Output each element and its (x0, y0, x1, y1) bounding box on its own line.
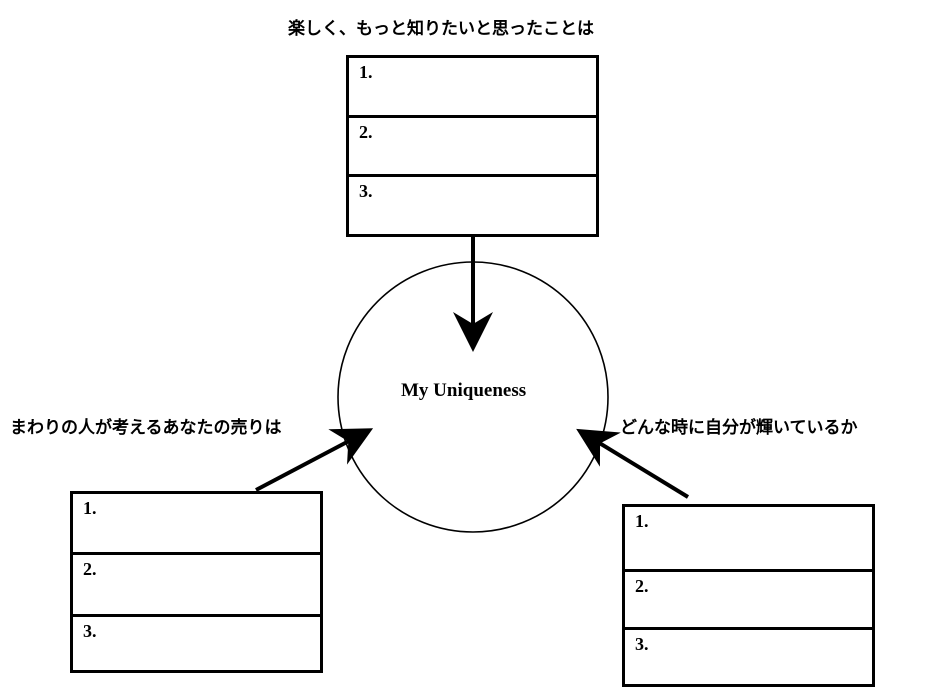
left-group-heading: まわりの人が考えるあなたの売りは (10, 418, 282, 438)
left-list-row-3[interactable]: 3. (73, 617, 320, 670)
right-list-row-3[interactable]: 3. (625, 630, 872, 684)
right-list-number-2: 2. (635, 576, 649, 596)
top-list-row-2[interactable]: 2. (349, 118, 596, 177)
top-list-number-3: 3. (359, 181, 373, 201)
right-list-number-1: 1. (635, 511, 649, 531)
left-list-box: 1. 2. 3. (70, 491, 323, 673)
top-list-row-1[interactable]: 1. (349, 58, 596, 118)
right-list-row-1[interactable]: 1. (625, 507, 872, 572)
left-list-row-1[interactable]: 1. (73, 494, 320, 555)
left-list-number-2: 2. (83, 559, 97, 579)
top-list-number-2: 2. (359, 122, 373, 142)
left-list-row-2[interactable]: 2. (73, 555, 320, 617)
right-group-heading: どんな時に自分が輝いているか (620, 418, 858, 438)
right-list-box: 1. 2. 3. (622, 504, 875, 687)
left-list-number-3: 3. (83, 621, 97, 641)
right-list-number-3: 3. (635, 634, 649, 654)
center-label: My Uniqueness (401, 380, 527, 401)
top-list-number-1: 1. (359, 62, 373, 82)
right-arrow (576, 428, 690, 499)
right-list-row-2[interactable]: 2. (625, 572, 872, 630)
left-arrow (255, 428, 374, 492)
top-list-box: 1. 2. 3. (346, 55, 599, 237)
top-group-heading: 楽しく、もっと知りたいと思ったことは (288, 19, 594, 39)
left-list-number-1: 1. (83, 498, 97, 518)
top-list-row-3[interactable]: 3. (349, 177, 596, 234)
